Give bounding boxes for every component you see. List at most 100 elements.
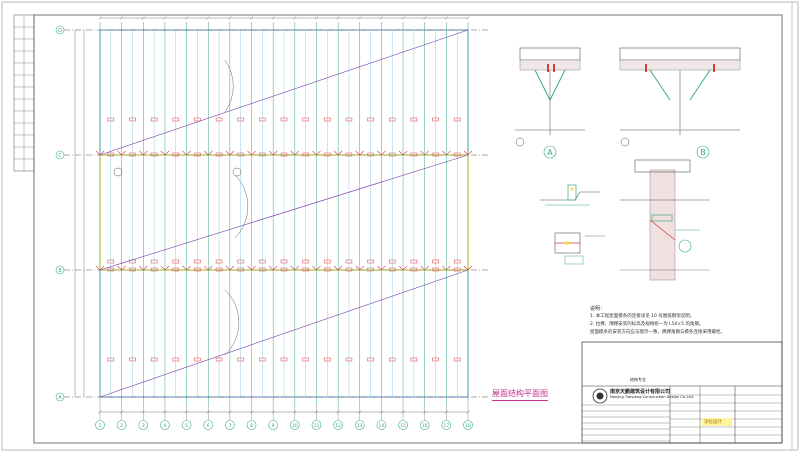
purlin-tag — [410, 267, 418, 272]
purlin-tag — [367, 259, 374, 264]
company-name-cn: 南京天鹏建筑设计有限公司 — [610, 389, 671, 395]
purlin-detail-1 — [540, 184, 600, 206]
fly-brace-marker — [398, 265, 408, 271]
dim-tick — [293, 410, 297, 414]
fly-brace-marker — [247, 265, 256, 271]
purlin-tag — [367, 152, 374, 157]
highlight-cell — [702, 418, 732, 426]
purlin-tag — [259, 267, 266, 272]
plan-title: 屋面结构平面图 — [492, 388, 548, 401]
purlin-tag — [194, 267, 201, 272]
fly-brace-marker — [139, 265, 148, 271]
col-bubble-2 — [116, 420, 127, 430]
fly-brace-marker — [463, 265, 473, 271]
purlin-tag — [150, 259, 158, 264]
dim-tick — [336, 410, 340, 414]
company-name-en: Nanjing Tianpeng Construction Design Co.… — [610, 395, 694, 399]
fly-brace-marker — [312, 150, 321, 156]
fly-brace-marker — [225, 265, 235, 271]
purlin-tag — [194, 152, 201, 157]
purlin-tag — [107, 357, 115, 362]
purlin-tag — [280, 117, 288, 122]
purlin-tag — [302, 267, 309, 272]
col-bubble-6 — [203, 420, 214, 430]
diagonal-brace — [99, 29, 469, 156]
col-bubble-4 — [160, 420, 170, 430]
purlin-tag — [345, 259, 353, 264]
fly-brace-marker — [160, 265, 170, 271]
dim-tick — [444, 410, 448, 414]
purlin-tag — [367, 357, 374, 362]
purlin-tag — [432, 259, 439, 264]
row-label-b: B — [58, 268, 62, 274]
fly-brace-marker — [420, 265, 429, 271]
dim-tick — [358, 16, 362, 20]
purlin-tag — [150, 357, 158, 362]
detail-a-label-circle — [543, 145, 557, 159]
dim-tick — [206, 410, 210, 414]
col-bubble-15 — [398, 420, 408, 430]
col-bubble-12 — [333, 420, 343, 430]
dim-tick — [271, 410, 275, 414]
col-bubble-13 — [354, 420, 365, 430]
col-bubble-16 — [419, 420, 430, 430]
fly-brace-marker — [139, 150, 148, 156]
purlin-tag — [324, 117, 331, 122]
col-label-15: 15 — [400, 423, 406, 429]
purlin-tag — [324, 152, 331, 157]
company-logo — [592, 388, 608, 404]
purlin-tag — [237, 152, 244, 157]
detail-b-label-circle — [696, 145, 710, 159]
purlin-tag — [215, 117, 223, 122]
dim-tick — [358, 410, 362, 414]
fly-brace-marker — [117, 265, 126, 271]
note-line-1: 1. 本工程屋面檩条的连接详见 10 号图纸钢架说明。 — [590, 314, 695, 319]
row-bubble-a — [55, 392, 65, 402]
bracket-section — [620, 159, 710, 281]
purlin-tag — [432, 357, 439, 362]
fly-brace-marker — [160, 150, 170, 156]
purlin-tag — [172, 357, 180, 362]
col-label-3: 3 — [142, 423, 145, 429]
purlin-tag — [259, 152, 266, 157]
purlin-tag — [453, 259, 461, 264]
purlin-tag — [215, 357, 223, 362]
fly-brace-marker — [355, 150, 364, 156]
purlin-tag — [150, 267, 158, 272]
purlin-tag — [150, 152, 158, 157]
col-label-10: 10 — [292, 423, 298, 429]
row-bubble-c — [55, 150, 65, 160]
col-label-17: 17 — [443, 423, 449, 429]
purlin-tag — [237, 357, 244, 362]
purlin-tag — [150, 117, 158, 122]
purlin-tag — [432, 117, 439, 122]
fly-brace-marker — [290, 265, 300, 271]
purlin-tag — [410, 117, 418, 122]
purlin-tag — [324, 357, 331, 362]
col-bubble-14 — [376, 420, 387, 430]
purlin-tag — [302, 152, 309, 157]
col-bubble-9 — [268, 420, 278, 430]
purlin-tag — [107, 267, 115, 272]
fly-brace-marker — [225, 150, 235, 156]
dim-tick — [423, 16, 427, 20]
dim-tick — [379, 410, 384, 414]
col-label-6: 6 — [207, 423, 210, 429]
purlin-tag — [107, 259, 115, 264]
purlin-tag — [129, 267, 136, 272]
dim-tick — [314, 410, 319, 414]
detail-b-label: B — [700, 148, 706, 157]
dim-tick — [228, 410, 232, 414]
fly-brace-marker — [463, 150, 473, 156]
purlin-tag — [432, 267, 439, 272]
col-label-7: 7 — [228, 423, 231, 429]
fly-brace-marker — [377, 265, 386, 271]
dim-tick — [401, 410, 405, 414]
detail-callout — [113, 167, 123, 177]
fly-brace-marker — [377, 150, 386, 156]
dim-tick — [444, 16, 448, 20]
dim-tick — [141, 410, 145, 414]
purlin-tag — [129, 117, 136, 122]
